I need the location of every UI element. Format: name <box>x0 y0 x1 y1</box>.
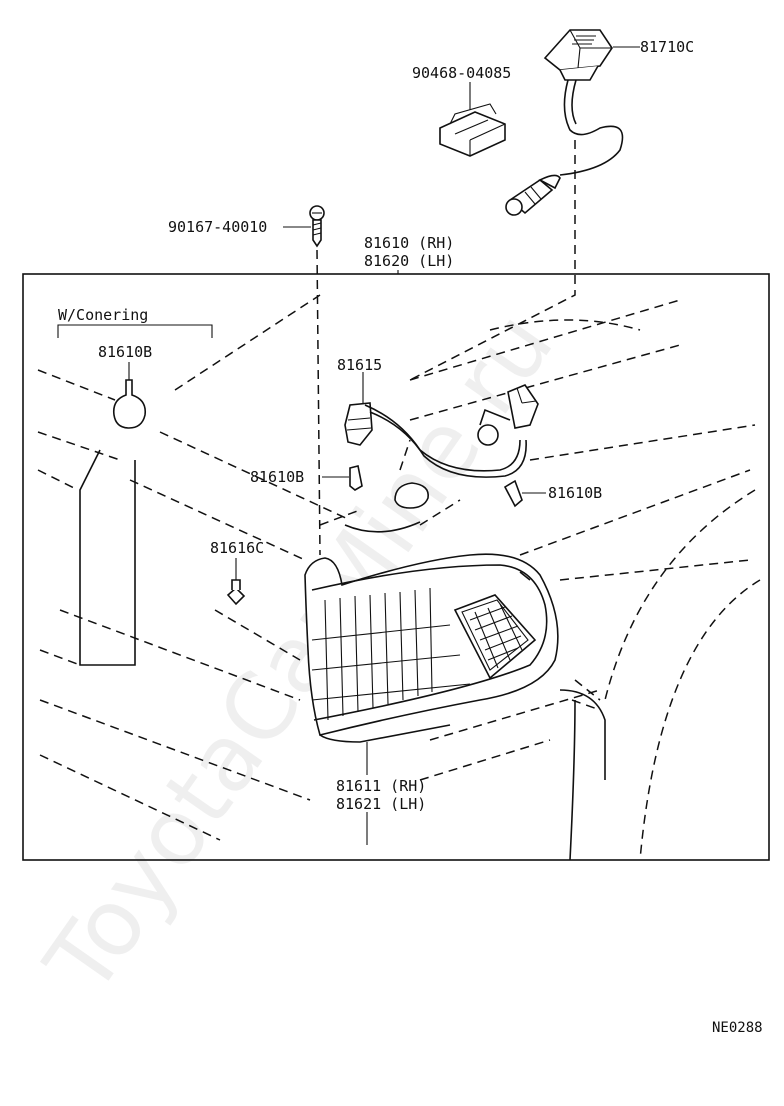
part-label-90167-40010: 90167-40010 <box>168 218 267 236</box>
screw-icon <box>309 205 325 248</box>
clip-81616c-icon <box>226 558 246 606</box>
part-label-81610b-right: 81610B <box>548 484 602 502</box>
cornering-bulb-icon <box>112 379 147 429</box>
part-label-81611-rh: 81611 (RH) <box>336 777 426 795</box>
part-label-81621-lh: 81621 (LH) <box>336 795 426 813</box>
part-label-81616c: 81616C <box>210 539 264 557</box>
diagram-code: NE0288 <box>712 1020 763 1036</box>
pillar-outline <box>79 449 606 861</box>
body-outline-lines <box>37 294 761 861</box>
part-label-81710c: 81710C <box>640 38 694 56</box>
socket-wire-81615-icon <box>344 384 539 478</box>
group-bracket <box>57 324 213 338</box>
part-label-81615: 81615 <box>337 356 382 374</box>
part-label-90468-04085: 90468-04085 <box>412 64 511 82</box>
lens-81611-icon <box>304 553 559 743</box>
clip-90468-icon <box>439 103 506 157</box>
socket-hole-icon <box>394 482 429 509</box>
bulb-81610b-right-icon <box>503 479 523 508</box>
part-label-81610-rh: 81610 (RH) <box>364 234 454 252</box>
assembly-frame <box>22 273 770 861</box>
part-label-81620-lh: 81620 (LH) <box>364 252 454 270</box>
socket-81710c-icon <box>505 29 624 216</box>
group-label: W/Conering <box>58 306 148 324</box>
part-label-81610b-mid: 81610B <box>250 468 304 486</box>
part-label-81610b-top: 81610B <box>98 343 152 361</box>
bulb-81610b-mid-icon <box>349 465 363 491</box>
